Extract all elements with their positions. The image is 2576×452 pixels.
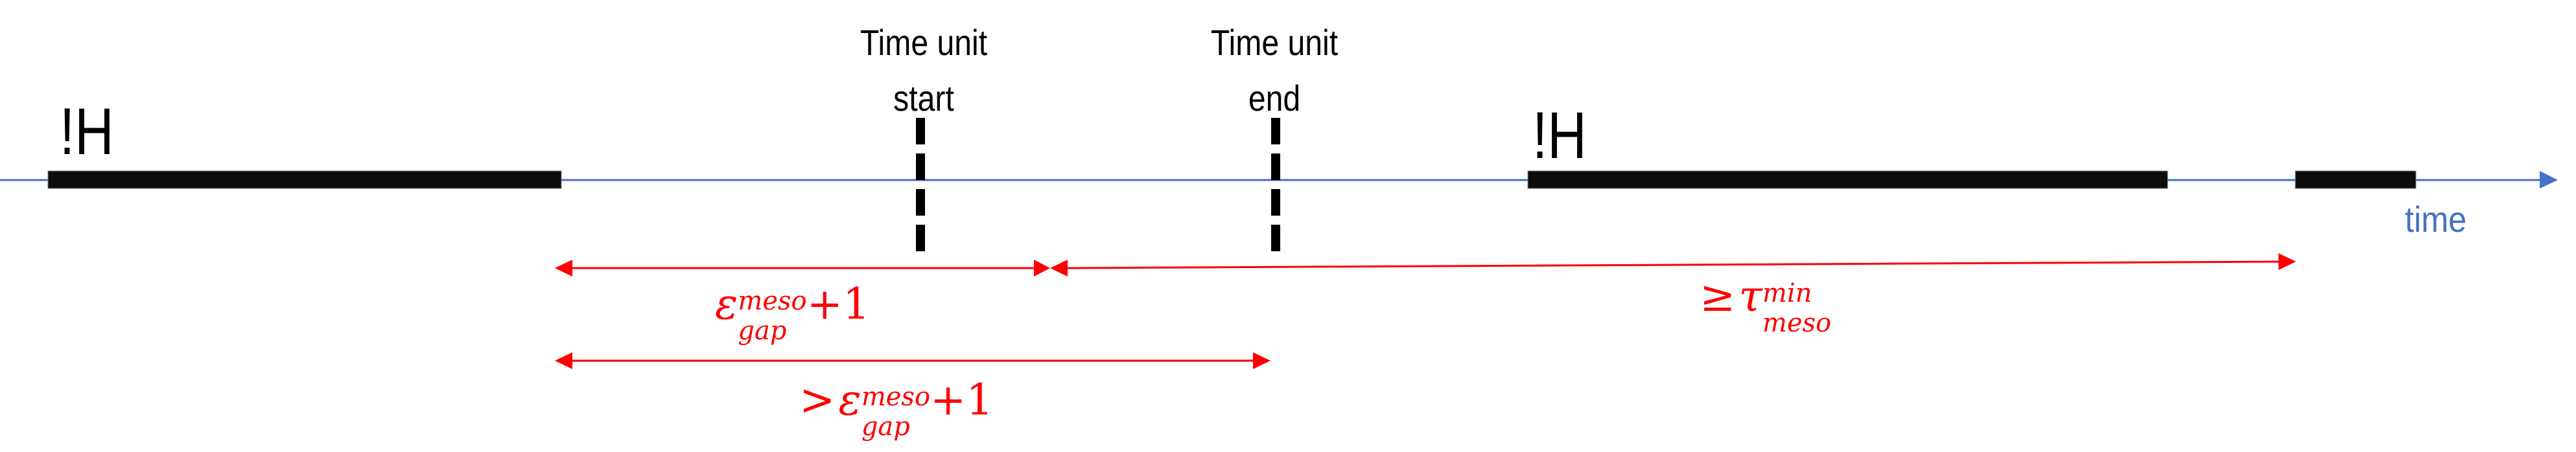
tau-symbol: τ [1739, 271, 1762, 321]
time-unit-start-line1: Time unit [860, 22, 988, 63]
time-unit-start-line2: start [893, 78, 954, 119]
time-unit-end-label: Time unit end [1163, 25, 1386, 117]
epsilon-symbol: ε [715, 279, 738, 329]
gap-arrow-right-head-icon [1034, 260, 1050, 277]
gt-symbol: > [799, 375, 836, 425]
h-segment-2-label: !H [1532, 98, 1587, 172]
gap-arrow-left-head-icon [555, 260, 572, 277]
plus-one-2: +1 [930, 375, 994, 425]
tau-arrow-right-head-icon [2278, 253, 2296, 270]
time-unit-start-label: Time unit start [812, 25, 1035, 117]
subscript-gap-2: gap [861, 411, 910, 442]
h-segment-bar-2 [1527, 170, 2168, 189]
long-gap-arrow-left-head-icon [555, 352, 572, 369]
superscript-min: min [1762, 278, 1812, 308]
h-segment-bar-3 [2295, 170, 2417, 189]
superscript-meso: meso [738, 286, 807, 316]
geq-symbol: ≥ [1700, 271, 1736, 321]
subscript-meso: meso [1762, 308, 1832, 338]
long-gap-arrow-right-head-icon [1253, 352, 1270, 369]
time-unit-end-line1: Time unit [1210, 22, 1339, 63]
time-axis-arrowhead-icon [2540, 171, 2558, 188]
h-segment-1-label: !H [60, 95, 114, 168]
subscript-gap: gap [738, 315, 787, 346]
time-unit-end-line2: end [1248, 78, 1301, 119]
epsilon-symbol-2: ε [838, 375, 861, 425]
superscript-meso-2: meso [861, 381, 931, 412]
plus-one: +1 [806, 279, 870, 329]
tau-arrow-line [1066, 260, 2281, 269]
tau-arrow-left-head-icon [1050, 260, 1068, 277]
h-segment-bar-1 [47, 170, 562, 189]
time-axis-label: time [2405, 199, 2467, 240]
